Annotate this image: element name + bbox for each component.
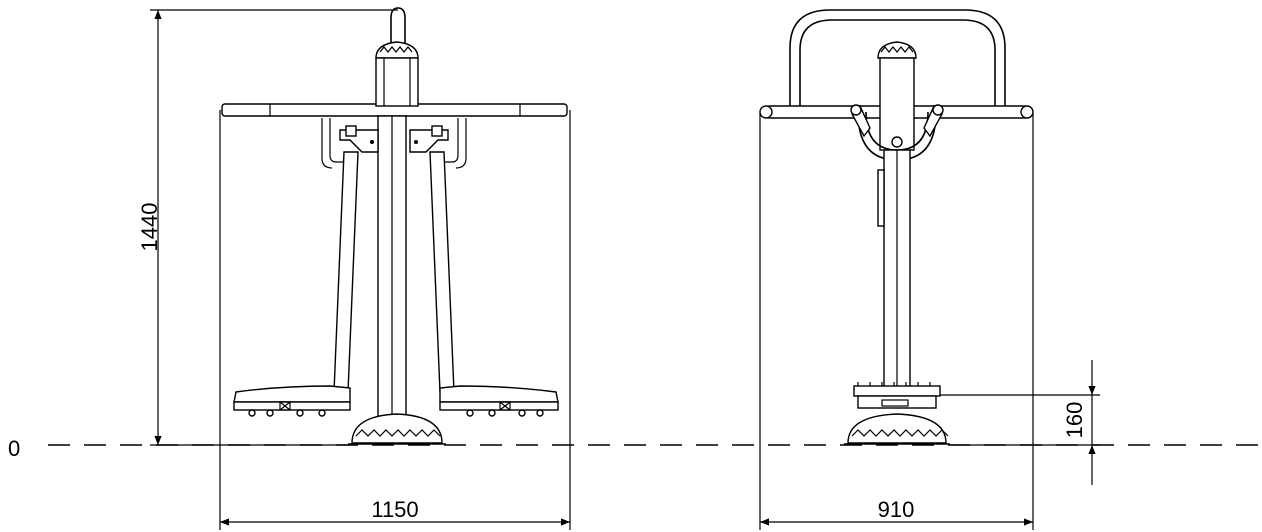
front-view	[150, 7, 571, 530]
ground-label: 0	[8, 436, 20, 461]
height-dimension-label: 1440	[137, 203, 162, 252]
side-view	[759, 9, 1100, 530]
front-width-dimension-label: 1150	[371, 497, 418, 522]
side-width-dimension-label: 910	[878, 497, 915, 522]
step-height-dimension-label: 160	[1062, 402, 1087, 439]
